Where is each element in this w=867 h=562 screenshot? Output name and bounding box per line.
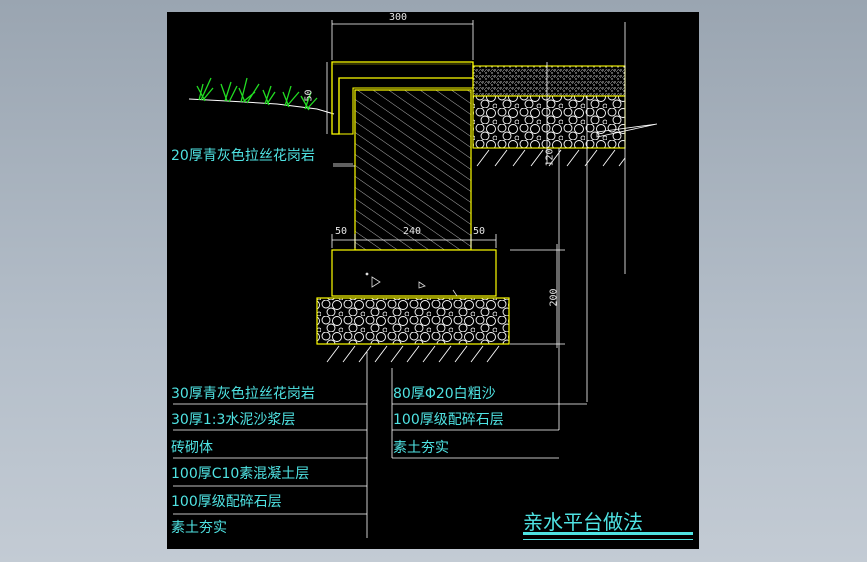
right-gravel-layer [472,95,626,149]
label-left-6: 素土夯实 [171,520,227,536]
right-label-grid [391,368,587,459]
label-upper-granite: 20厚青灰色拉丝花岗岩 [171,148,315,164]
concrete-footing [331,249,497,297]
dim-right-height: 120 [544,148,556,167]
grass-ground [188,77,335,115]
dim-left-offset: 50 [335,226,348,237]
cad-drawing-canvas: 300 50 50 240 50 120 200 20厚青灰色拉丝花岗岩 30厚… [167,12,699,549]
label-right-2: 100厚级配碎石层 [393,412,504,428]
title-underline [523,532,693,540]
label-left-5: 100厚级配碎石层 [171,494,282,510]
sand-layer [472,65,626,97]
dim-slab-height: 50 [303,89,315,102]
label-left-4: 100厚C10素混凝土层 [171,466,310,482]
dim-base-height: 200 [548,288,560,307]
label-right-3: 素土夯实 [393,440,449,456]
left-label-grid [173,352,368,538]
dim-right-offset: 50 [473,226,486,237]
dim-wall-width: 240 [403,226,422,237]
right-compacted-soil [476,149,626,167]
water-level-arrow [596,123,658,138]
compacted-soil [326,345,500,363]
gravel-base [316,297,510,345]
label-left-2: 30厚1:3水泥沙浆层 [171,412,296,428]
section-drawing [173,20,693,540]
dimension-lines [326,20,626,430]
label-left-1: 30厚青灰色拉丝花岗岩 [171,386,315,402]
label-right-1: 80厚Φ20白粗沙 [393,386,496,402]
concrete-marks [365,272,458,297]
label-left-3: 砖砌体 [171,440,213,456]
drawing-title: 亲水平台做法 [523,510,643,534]
dim-top-width: 300 [389,12,408,23]
